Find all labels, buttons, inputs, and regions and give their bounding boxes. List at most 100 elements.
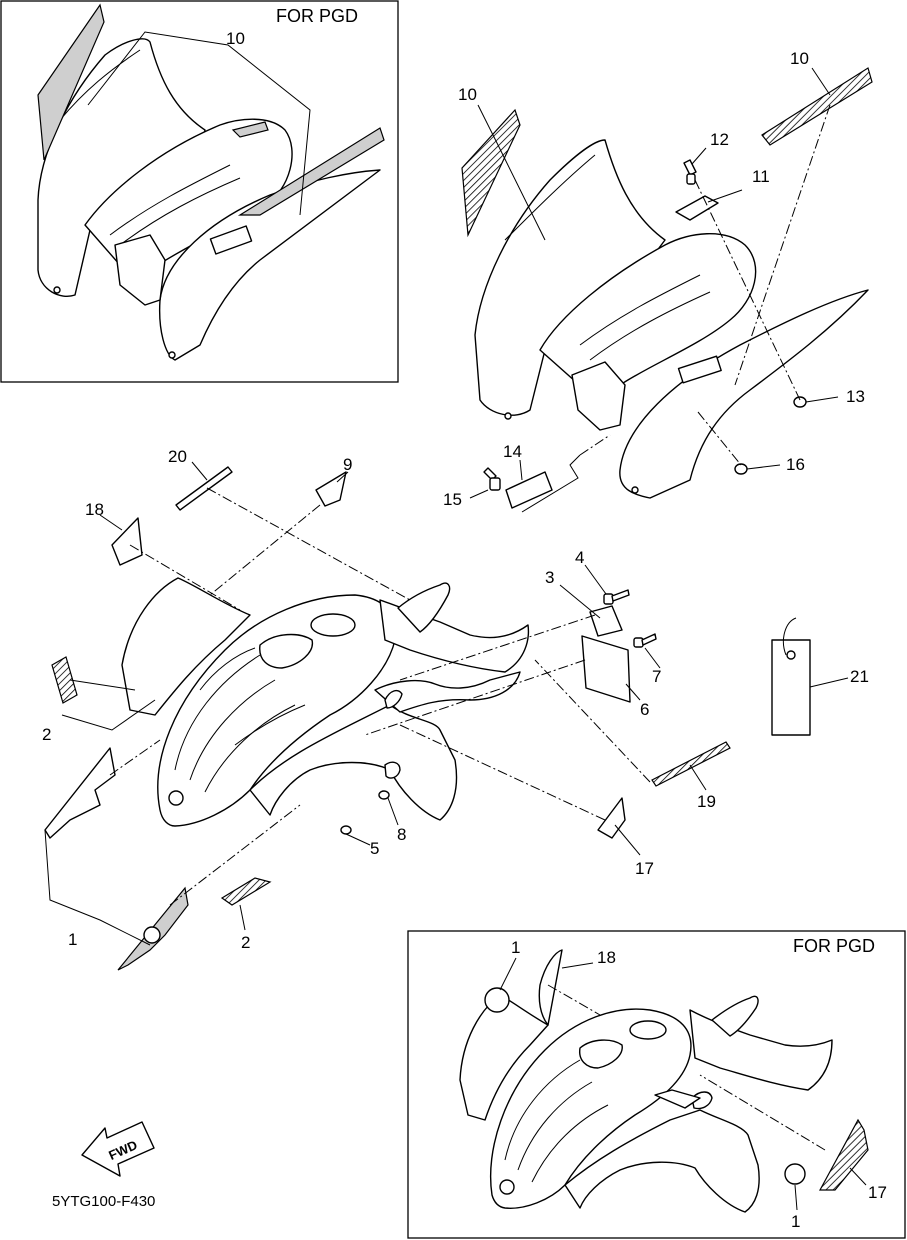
callout-10: 10 xyxy=(226,29,245,48)
callout-10: 10 xyxy=(790,49,809,68)
callout-17: 17 xyxy=(635,859,654,878)
callout-1: 1 xyxy=(511,938,520,957)
decal-18-pgd xyxy=(538,949,563,1026)
emblem-1-pgd xyxy=(484,987,510,1013)
leader-10-left xyxy=(477,104,546,241)
rear-fender-assembly xyxy=(474,139,869,499)
leader-17 xyxy=(614,824,641,856)
callout-20: 20 xyxy=(168,447,187,466)
callout-19: 19 xyxy=(697,792,716,811)
diagram-code: 5YTG100-F430 xyxy=(52,1193,155,1210)
callout-10: 10 xyxy=(458,85,477,104)
callout-16: 16 xyxy=(786,455,805,474)
callout-14: 14 xyxy=(503,442,522,461)
leader-5 xyxy=(345,833,371,846)
label-14 xyxy=(505,471,553,509)
leader-17-pgd xyxy=(849,1167,867,1186)
leader-18-pgd-dash xyxy=(547,984,601,1016)
callout-3: 3 xyxy=(545,568,554,587)
callout-7: 7 xyxy=(652,667,661,686)
inset-for-pgd-top-left: FOR PGD 10 xyxy=(0,0,399,383)
leader-3 xyxy=(559,584,601,619)
leader-6 xyxy=(625,683,641,701)
callout-1: 1 xyxy=(791,1212,800,1231)
leader-3-dash xyxy=(399,614,596,681)
leader-21 xyxy=(809,677,849,688)
leader-14-15-bracket xyxy=(521,454,581,513)
leader-2-bottom xyxy=(239,904,246,931)
front-fender-assembly-pgd xyxy=(459,994,833,1213)
callout-6: 6 xyxy=(640,700,649,719)
leader-10-inset xyxy=(87,31,311,216)
bolt-15 xyxy=(483,467,501,491)
leader-6-dash xyxy=(364,659,586,736)
leader-10-right xyxy=(811,67,831,96)
nut-13 xyxy=(793,396,807,408)
leader-2-bracket xyxy=(61,699,156,731)
decal-9 xyxy=(315,471,347,507)
leader-1 xyxy=(44,829,151,946)
leader-20 xyxy=(191,461,208,481)
callout-2: 2 xyxy=(241,933,250,952)
decal-2-bottom xyxy=(220,877,272,906)
leader-8 xyxy=(387,797,399,826)
plate-3 xyxy=(589,605,623,637)
leader-9 xyxy=(336,471,349,483)
leader-12 xyxy=(691,147,707,165)
callout-15: 15 xyxy=(443,490,462,509)
leader-19-dash xyxy=(534,659,651,783)
inset-label: FOR PGD xyxy=(793,936,875,956)
leader-10-right-dash xyxy=(734,104,831,386)
callout-1: 1 xyxy=(68,930,77,949)
leader-2-left xyxy=(69,679,136,691)
bolt-7 xyxy=(633,633,657,648)
decal-1-upper xyxy=(44,747,116,839)
callout-11: 11 xyxy=(752,167,770,186)
leader-16-dash xyxy=(697,411,742,466)
leader-17-pgd-dash xyxy=(699,1074,826,1151)
callout-12: 12 xyxy=(710,130,729,149)
inset-for-pgd-bottom-right: FOR PGD 1 18 17 1 xyxy=(407,930,906,1239)
leader-1-dash xyxy=(109,739,161,776)
leader-4 xyxy=(584,564,607,595)
plate-6 xyxy=(581,635,631,703)
plate-11 xyxy=(675,195,719,221)
callout-18: 18 xyxy=(85,500,104,519)
stripe-19 xyxy=(651,741,731,787)
leader-18-pgd xyxy=(561,962,594,969)
callout-8: 8 xyxy=(397,825,406,844)
decal-10-left xyxy=(461,108,521,238)
leader-1b-dash xyxy=(169,804,301,906)
leader-1-pgd xyxy=(499,957,517,991)
leader-19 xyxy=(689,764,707,791)
nut-16 xyxy=(734,463,748,475)
leader-17-dash xyxy=(399,724,606,821)
leader-11 xyxy=(707,189,743,203)
decal-17 xyxy=(597,797,626,839)
tag-21 xyxy=(771,617,811,736)
inset-label: FOR PGD xyxy=(276,6,358,26)
leader-9-dash xyxy=(209,504,321,596)
callout-4: 4 xyxy=(575,548,584,567)
rear-fender-assembly-pgd xyxy=(37,3,385,361)
callout-9: 9 xyxy=(343,455,352,474)
front-fender-assembly xyxy=(121,577,530,827)
leader-18-dash xyxy=(129,544,241,611)
fwd-arrow-icon: FWD xyxy=(81,1121,155,1177)
leader-7 xyxy=(644,647,661,669)
decal-10-right xyxy=(761,67,873,146)
leader-13 xyxy=(805,396,839,403)
washer-8 xyxy=(378,790,390,800)
callout-5: 5 xyxy=(370,839,379,858)
emblem-1-pgd-bottom xyxy=(784,1163,806,1185)
nut-5 xyxy=(340,825,352,835)
callout-18: 18 xyxy=(597,948,616,967)
decal-20 xyxy=(175,466,233,511)
callout-17: 17 xyxy=(868,1183,887,1202)
decal-18 xyxy=(111,517,143,566)
bolt-12 xyxy=(683,159,697,185)
leader-18 xyxy=(99,514,123,531)
inset-frame xyxy=(0,0,399,383)
callout-21: 21 xyxy=(850,667,869,686)
